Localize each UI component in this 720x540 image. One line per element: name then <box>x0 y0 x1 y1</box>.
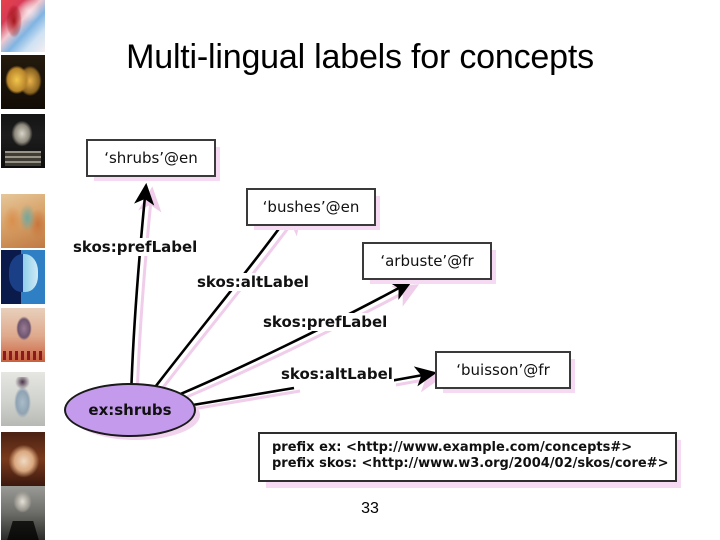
thumbnail-orange-seated-woman-poster <box>1 308 45 362</box>
thumbnail-art <box>1 55 45 109</box>
prefix-line-ex: prefix ex: <http://www.example.com/conce… <box>272 440 633 455</box>
thumbnail-art <box>1 250 45 304</box>
literal-node-bushes-en[interactable]: ‘bushes’@en <box>246 188 376 226</box>
page-number: 33 <box>0 500 720 518</box>
left-image-strip <box>0 0 46 540</box>
literal-node-arbuste-fr[interactable]: ‘arbuste’@fr <box>362 242 492 280</box>
thumbnail-art <box>1 432 45 486</box>
thumbnail-art <box>1 372 45 426</box>
thumbnail-dark-red-reclining-figure-painting <box>1 432 45 486</box>
edge-label-altlabel-buisson-fr: skos:altLabel <box>280 365 394 383</box>
edge-label-preflabel-shrubs-en: skos:prefLabel <box>72 238 199 256</box>
prefix-line-skos: prefix skos: <http://www.w3.org/2004/02/… <box>272 456 669 472</box>
concept-node-ex-shrubs[interactable]: ex:shrubs <box>64 383 196 437</box>
thumbnail-art <box>1 0 45 52</box>
thumbnail-art <box>1 194 45 248</box>
prefix-declaration-box: prefix ex: <http://www.example.com/conce… <box>258 432 677 482</box>
literal-node-buisson-fr[interactable]: ‘buisson’@fr <box>435 351 571 389</box>
edge-label-altlabel-bushes-en: skos:altLabel <box>196 273 310 291</box>
literal-node-shrubs-en[interactable]: ‘shrubs’@en <box>86 139 216 177</box>
thumbnail-portrait-red-blue-collage <box>1 0 45 52</box>
thumbnail-grayscale-bald-man-photo <box>1 486 45 540</box>
edge-label-preflabel-arbuste-fr: skos:prefLabel <box>262 313 389 331</box>
thumbnail-blue-kafka-portrait <box>1 250 45 304</box>
page-number-value: 33 <box>361 500 379 517</box>
thumbnail-art <box>1 114 45 168</box>
thumbnail-black-and-white-statue-engraving <box>1 114 45 168</box>
thumbnail-orange-figures-painting <box>1 194 45 248</box>
page-title: Multi-lingual labels for concepts <box>126 38 594 76</box>
thumbnail-golden-double-face-mask <box>1 55 45 109</box>
thumbnail-art <box>1 308 45 362</box>
thumbnail-art <box>1 486 45 540</box>
thumbnail-pale-blue-seated-woman-painting <box>1 372 45 426</box>
